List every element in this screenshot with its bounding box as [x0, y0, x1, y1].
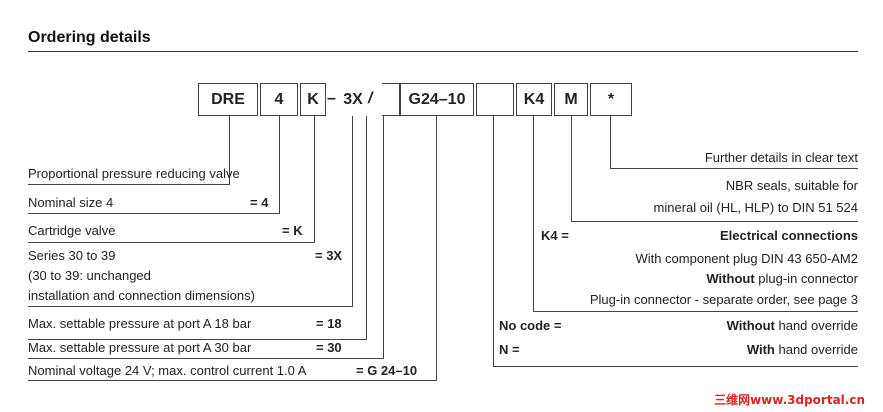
underline-override — [493, 366, 858, 367]
code-box-k: K — [300, 83, 326, 116]
leader-voltage — [436, 116, 437, 380]
leader-size — [279, 116, 280, 213]
cartridge-label: Cartridge valve — [28, 223, 116, 238]
code-dre: DRE — [211, 90, 245, 108]
leader-series — [352, 116, 353, 306]
code-box-star: * — [590, 83, 632, 116]
page-title: Ordering details — [28, 29, 151, 46]
code-box-m: M — [554, 83, 588, 116]
code-voltage: G24–10 — [408, 90, 466, 108]
code-series: 3X — [343, 90, 363, 108]
leader-k — [314, 116, 315, 242]
n-label: With hand override — [747, 342, 858, 357]
voltage-code: = G 24–10 — [356, 363, 418, 378]
code-box-series: 3X — [338, 83, 368, 116]
k4-option-3: Plug-in connector - separate order, see … — [589, 292, 858, 307]
cartridge-code: = K — [282, 223, 303, 238]
k4-title: Electrical connections — [720, 228, 858, 243]
underline-series — [28, 306, 353, 307]
title-rule — [28, 51, 858, 52]
code-box-voltage: G24–10 — [400, 83, 474, 116]
n-code: N = — [499, 342, 520, 357]
p30-code: = 30 — [316, 340, 342, 355]
code-slash: / — [368, 90, 373, 107]
code-box-pressure — [382, 83, 400, 116]
further-label: Further details in clear text — [704, 150, 858, 165]
underline-k4 — [533, 311, 858, 312]
nocode-label: Without hand override — [727, 318, 858, 333]
underline-voltage — [28, 380, 437, 381]
code-dash: – — [327, 90, 336, 107]
n-rest: hand override — [774, 342, 858, 357]
series-label-2: (30 to 39: unchanged — [28, 268, 151, 283]
nbr-label-2: mineral oil (HL, HLP) to DIN 51 524 — [653, 200, 858, 215]
voltage-label: Nominal voltage 24 V; max. control curre… — [28, 363, 307, 378]
code-k4: K4 — [523, 90, 545, 108]
p18-code: = 18 — [316, 316, 342, 331]
code-star: * — [607, 90, 615, 108]
code-k: K — [307, 90, 319, 108]
nocode-bold: Without — [726, 318, 775, 333]
leader-dre — [229, 116, 230, 184]
underline-p30 — [28, 358, 384, 359]
code-box-dre: DRE — [198, 83, 258, 116]
nocode-rest: hand override — [774, 318, 858, 333]
code-box-k4: K4 — [516, 83, 552, 116]
size-label: Nominal size 4 — [28, 195, 114, 210]
k4-option-2: Without plug-in connector — [706, 271, 858, 286]
series-label-1: Series 30 to 39 — [28, 248, 116, 263]
p18-label: Max. settable pressure at port A 18 bar — [28, 316, 252, 331]
code-box-size: 4 — [260, 83, 298, 116]
underline-further — [610, 168, 858, 169]
code-m: M — [564, 90, 578, 108]
code-box-blank — [476, 83, 514, 116]
p30-label: Max. settable pressure at port A 30 bar — [28, 340, 252, 355]
valve-label: Proportional pressure reducing valve — [28, 166, 240, 181]
leader-p18 — [366, 116, 367, 339]
n-bold: With — [746, 342, 775, 357]
leader-blank — [493, 116, 494, 366]
k4-option-1: With component plug DIN 43 650-AM2 — [635, 251, 858, 266]
underline-k — [28, 242, 315, 243]
leader-star — [610, 116, 611, 168]
size-code: = 4 — [250, 195, 269, 210]
leader-p30 — [383, 116, 384, 358]
code-size: 4 — [274, 90, 284, 108]
series-code: = 3X — [315, 248, 343, 263]
leader-k4 — [533, 116, 534, 311]
series-label-3: installation and connection dimensions) — [28, 288, 255, 303]
k4-option-2-rest: plug-in connector — [754, 271, 858, 286]
watermark-logo: 三维网www.3dportal.cn — [714, 393, 865, 407]
leader-m — [571, 116, 572, 221]
k4-code: K4 = — [541, 228, 569, 243]
underline-valve — [28, 184, 230, 185]
nbr-label-1: NBR seals, suitable for — [725, 178, 858, 193]
underline-size — [28, 213, 280, 214]
underline-p18 — [28, 339, 367, 340]
nocode-code: No code = — [499, 318, 562, 333]
k4-option-2-bold: Without — [706, 271, 755, 286]
underline-nbr — [571, 221, 858, 222]
